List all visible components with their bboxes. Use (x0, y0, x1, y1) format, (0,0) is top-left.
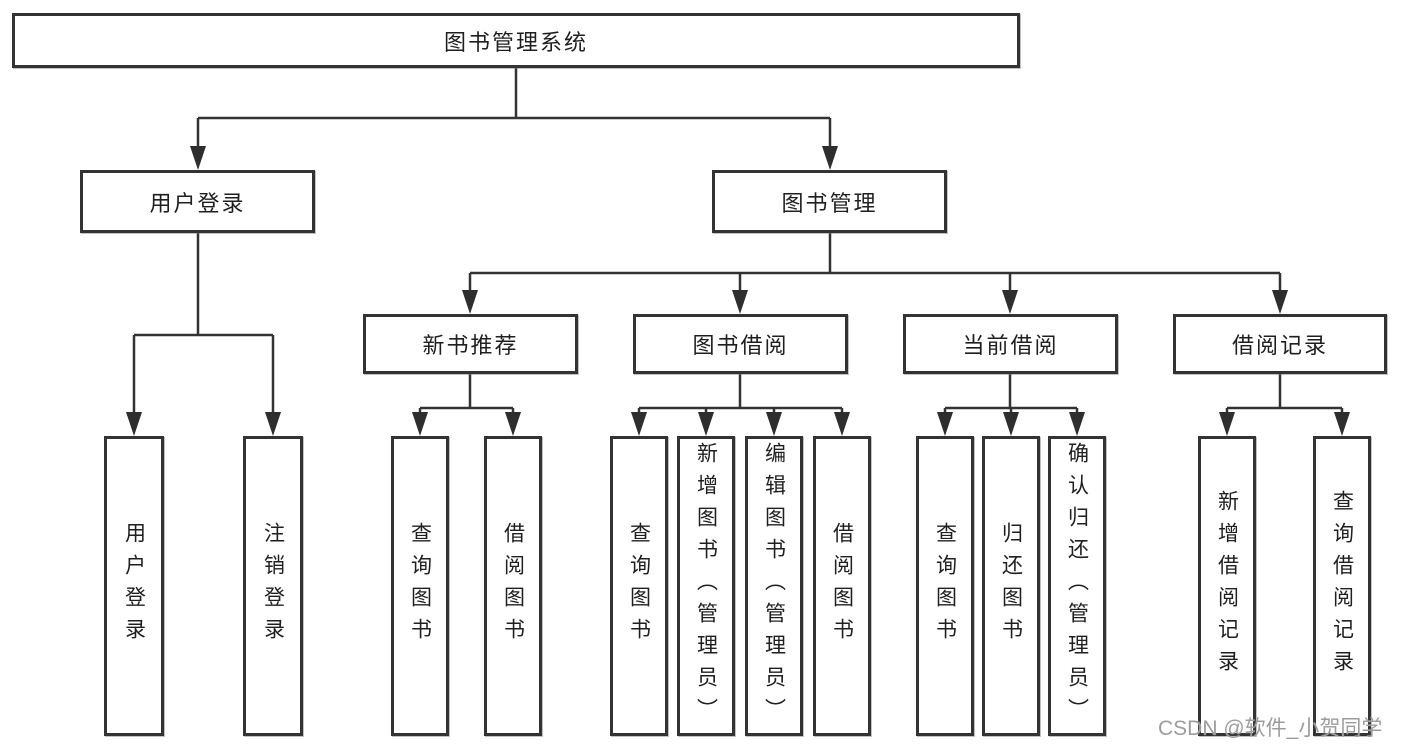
leaf-label: 归还图书 (999, 522, 1023, 650)
leaf-label: 查询借阅记录 (1330, 490, 1354, 682)
leaf-label: 确认归还（管理员） (1065, 442, 1089, 730)
leaf-query-borrow-record: 查询借阅记录 (1313, 436, 1371, 736)
node-book-management: 图书管理 (712, 170, 947, 233)
leaf-confirm-return-admin: 确认归还（管理员） (1048, 436, 1106, 736)
leaf-query-books-recommend: 查询图书 (391, 436, 449, 736)
leaf-edit-book-admin: 编辑图书（管理员） (745, 436, 803, 736)
leaf-query-books-borrowing: 查询图书 (610, 436, 668, 736)
leaf-label: 注销登录 (261, 522, 285, 650)
leaf-label: 编辑图书（管理员） (762, 442, 786, 730)
node-new-book-recommendation: 新书推荐 (363, 314, 578, 374)
leaf-label: 借阅图书 (501, 522, 525, 650)
leaf-logout: 注销登录 (243, 436, 303, 736)
leaf-label: 查询图书 (933, 522, 957, 650)
leaf-add-borrow-record: 新增借阅记录 (1198, 436, 1256, 736)
leaf-label: 新增图书（管理员） (694, 442, 718, 730)
leaf-return-book: 归还图书 (982, 436, 1040, 736)
leaf-add-book-admin: 新增图书（管理员） (677, 436, 735, 736)
leaf-user-login: 用户登录 (104, 436, 164, 736)
node-user-login: 用户登录 (80, 170, 315, 233)
leaf-borrow-books-recommend: 借阅图书 (484, 436, 542, 736)
watermark: CSDN @软件_小贺同学 (1158, 717, 1383, 740)
node-book-borrowing: 图书借阅 (633, 314, 848, 374)
node-library-management-system: 图书管理系统 (12, 13, 1020, 68)
leaf-label: 查询图书 (408, 522, 432, 650)
node-current-borrowing: 当前借阅 (903, 314, 1118, 374)
node-borrowing-records: 借阅记录 (1173, 314, 1387, 374)
leaf-borrow-books-borrowing: 借阅图书 (813, 436, 871, 736)
leaf-label: 查询图书 (627, 522, 651, 650)
arrowheads (126, 146, 1350, 436)
leaf-query-books-current: 查询图书 (916, 436, 974, 736)
leaf-label: 用户登录 (122, 522, 146, 650)
leaf-label: 新增借阅记录 (1215, 490, 1239, 682)
leaf-label: 借阅图书 (830, 522, 854, 650)
